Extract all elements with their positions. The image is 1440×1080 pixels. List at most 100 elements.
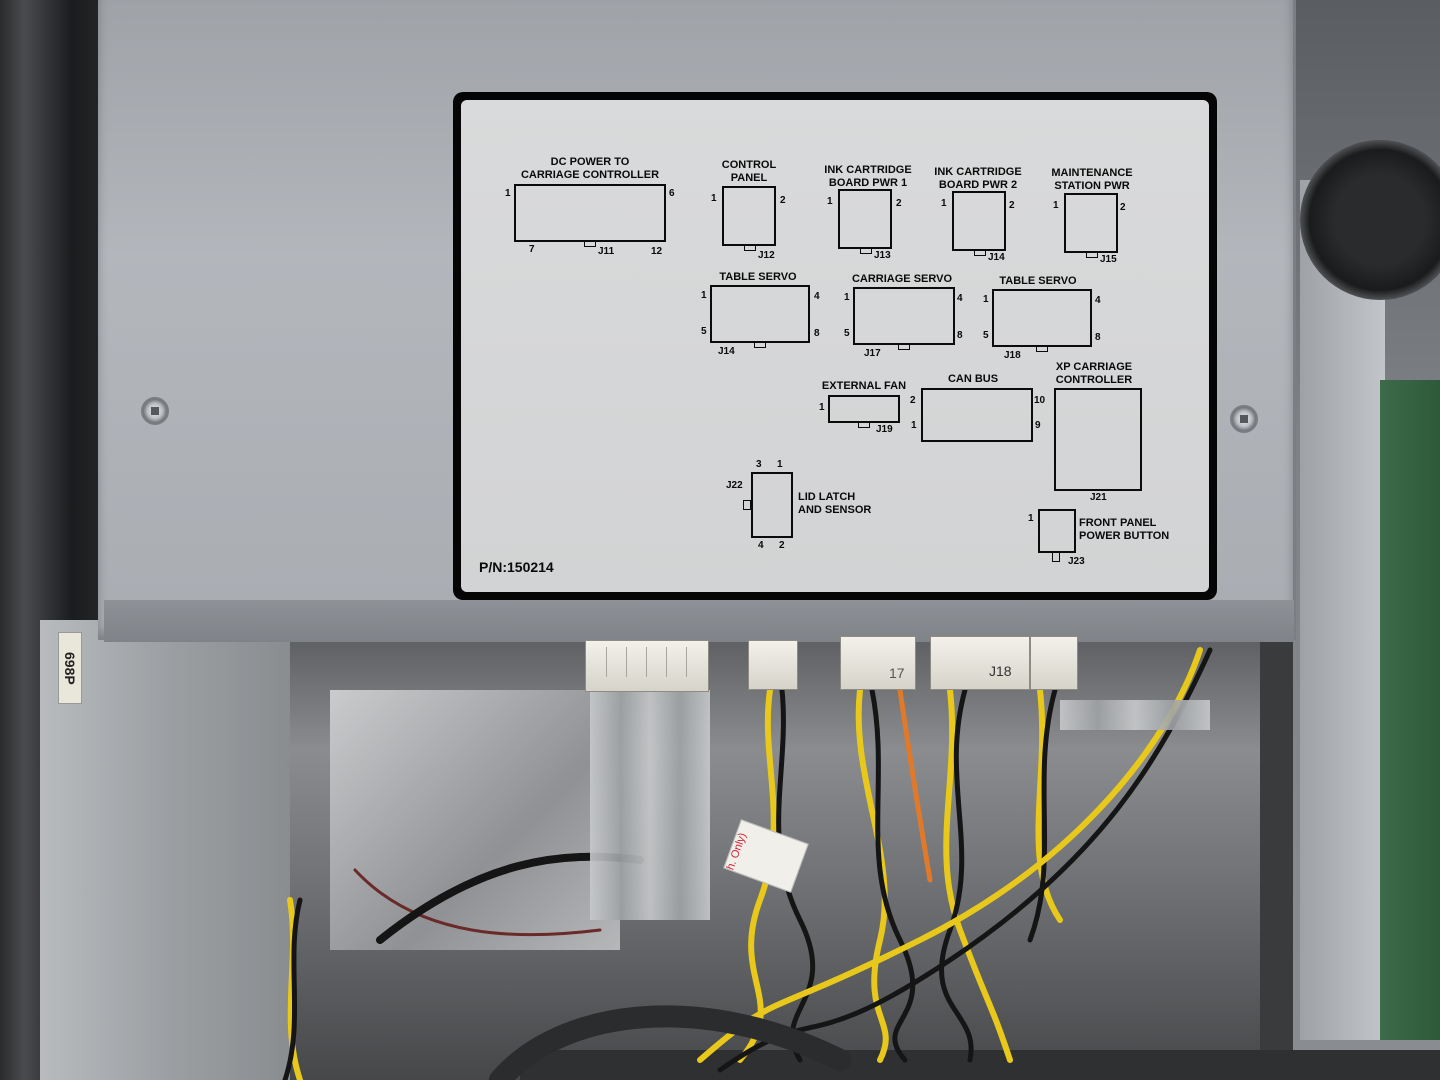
plug-servo-2[interactable] xyxy=(1030,636,1078,690)
can-bus-pin-1: 1 xyxy=(911,420,917,431)
connector-j23 xyxy=(1038,509,1076,553)
can-bus-pin-10: 10 xyxy=(1034,395,1046,406)
connector-j18 xyxy=(992,289,1092,347)
j19-label: J19 xyxy=(876,424,893,435)
connector-j22 xyxy=(751,472,793,538)
j17-pin-1: 1 xyxy=(844,292,850,303)
j21-label: J21 xyxy=(1090,492,1107,503)
j17-pin-5: 5 xyxy=(844,328,850,339)
j14-ink-label: J14 xyxy=(988,252,1005,263)
part-number: P/N:150214 xyxy=(479,559,554,575)
j17-label: J17 xyxy=(864,348,881,359)
front-panel-title: FRONT PANEL POWER BUTTON xyxy=(1079,517,1170,542)
j22-pin-4: 4 xyxy=(758,540,764,551)
connector-j13-key xyxy=(860,247,872,254)
connector-j14-servo xyxy=(710,285,810,343)
j12-label: J12 xyxy=(758,250,775,261)
j11-label: J11 xyxy=(598,246,615,257)
j15-pin-1: 1 xyxy=(1053,200,1059,211)
connector-j14-servo-key xyxy=(754,341,766,348)
j14-servo-pin-8: 8 xyxy=(814,328,820,339)
plug-j17[interactable]: 17 xyxy=(840,636,916,690)
j14-servo-label: J14 xyxy=(718,346,735,357)
ink-pwr2-title: INK CARTRIDGE BOARD PWR 2 xyxy=(934,166,1022,191)
external-fan-title: EXTERNAL FAN xyxy=(821,380,907,392)
inner-metal-wall xyxy=(330,690,620,950)
grey-ribbon-cable xyxy=(1060,700,1210,730)
j11-pin-1: 1 xyxy=(505,188,511,199)
connector-j12 xyxy=(722,186,776,246)
bottom-edge xyxy=(520,1050,1440,1080)
j18-pin-4: 4 xyxy=(1095,295,1101,306)
can-bus-title: CAN BUS xyxy=(947,373,999,385)
connector-j23-key xyxy=(1052,552,1060,562)
plug-j17-marking: 17 xyxy=(889,665,905,681)
j13-pin-2: 2 xyxy=(896,198,902,209)
j11-pin-12: 12 xyxy=(651,246,663,257)
plug-j12[interactable] xyxy=(748,640,798,690)
j13-label: J13 xyxy=(874,250,891,261)
j14-servo-pin-1: 1 xyxy=(701,290,707,301)
j12-pin-2: 2 xyxy=(780,195,786,206)
connector-j11-key xyxy=(584,240,596,247)
j22-pin-3: 3 xyxy=(756,459,762,470)
j22-label: J22 xyxy=(726,480,743,491)
right-screw xyxy=(1230,405,1258,433)
ink-pwr1-title: INK CARTRIDGE BOARD PWR 1 xyxy=(824,164,912,189)
connector-j15 xyxy=(1064,193,1118,253)
j14-ink-pin-1: 1 xyxy=(941,198,947,209)
plug-j11[interactable] xyxy=(585,640,709,692)
connector-j17 xyxy=(853,287,955,345)
maintenance-title: MAINTENANCE STATION PWR xyxy=(1051,167,1133,192)
j17-pin-4: 4 xyxy=(957,293,963,304)
can-bus-pin-9: 9 xyxy=(1035,420,1041,431)
j14-servo-pin-5: 5 xyxy=(701,326,707,337)
j13-pin-1: 1 xyxy=(827,196,833,207)
xp-carriage-title: XP CARRIAGE CONTROLLER xyxy=(1055,361,1133,386)
j18-pin-1: 1 xyxy=(983,294,989,305)
table-servo-2-title: TABLE SERVO xyxy=(999,275,1077,287)
j18-label: J18 xyxy=(1004,350,1021,361)
j23-label: J23 xyxy=(1068,556,1085,567)
connector-j18-key xyxy=(1036,345,1048,352)
j11-pin-7: 7 xyxy=(529,244,535,255)
j22-pin-1: 1 xyxy=(777,459,783,470)
table-servo-1-title: TABLE SERVO xyxy=(719,271,797,283)
connector-can-bus xyxy=(921,388,1033,442)
connector-j21 xyxy=(1054,388,1142,491)
circuit-board xyxy=(1380,380,1440,1040)
control-panel-title: CONTROL PANEL xyxy=(721,159,777,184)
j18-pin-5: 5 xyxy=(983,330,989,341)
can-bus-pin-2: 2 xyxy=(910,395,916,406)
j17-pin-8: 8 xyxy=(957,330,963,341)
connector-j22-key xyxy=(743,500,751,510)
connector-j13 xyxy=(838,189,892,249)
j15-pin-2: 2 xyxy=(1120,202,1126,213)
connector-j14-ink xyxy=(952,191,1006,251)
enclosure-lip xyxy=(104,600,1294,642)
j22-pin-2: 2 xyxy=(779,540,785,551)
j15-label: J15 xyxy=(1100,254,1117,265)
lid-latch-title: LID LATCH AND SENSOR xyxy=(798,491,872,516)
fan-icon xyxy=(1300,140,1440,300)
j18-pin-8: 8 xyxy=(1095,332,1101,343)
right-rail xyxy=(1300,180,1385,1040)
dc-power-title: DC POWER TO CARRIAGE CONTROLLER xyxy=(520,156,660,181)
j14-ink-pin-2: 2 xyxy=(1009,200,1015,211)
connector-j14-ink-key xyxy=(974,249,986,256)
bracket-tag: 698P xyxy=(58,632,82,704)
carriage-servo-title: CARRIAGE SERVO xyxy=(851,273,953,285)
j14-servo-pin-4: 4 xyxy=(814,291,820,302)
j11-pin-6: 6 xyxy=(669,188,675,199)
j19-pin-1: 1 xyxy=(819,402,825,413)
left-screw xyxy=(141,397,169,425)
connector-j17-key xyxy=(898,343,910,350)
j23-pin-1: 1 xyxy=(1028,513,1034,524)
ribbon-cable xyxy=(590,690,710,920)
j12-pin-1: 1 xyxy=(711,193,717,204)
plug-j18[interactable]: J18 xyxy=(930,636,1030,690)
connector-j19 xyxy=(828,395,900,423)
connector-j11 xyxy=(514,184,666,242)
connector-j19-key xyxy=(858,421,870,428)
